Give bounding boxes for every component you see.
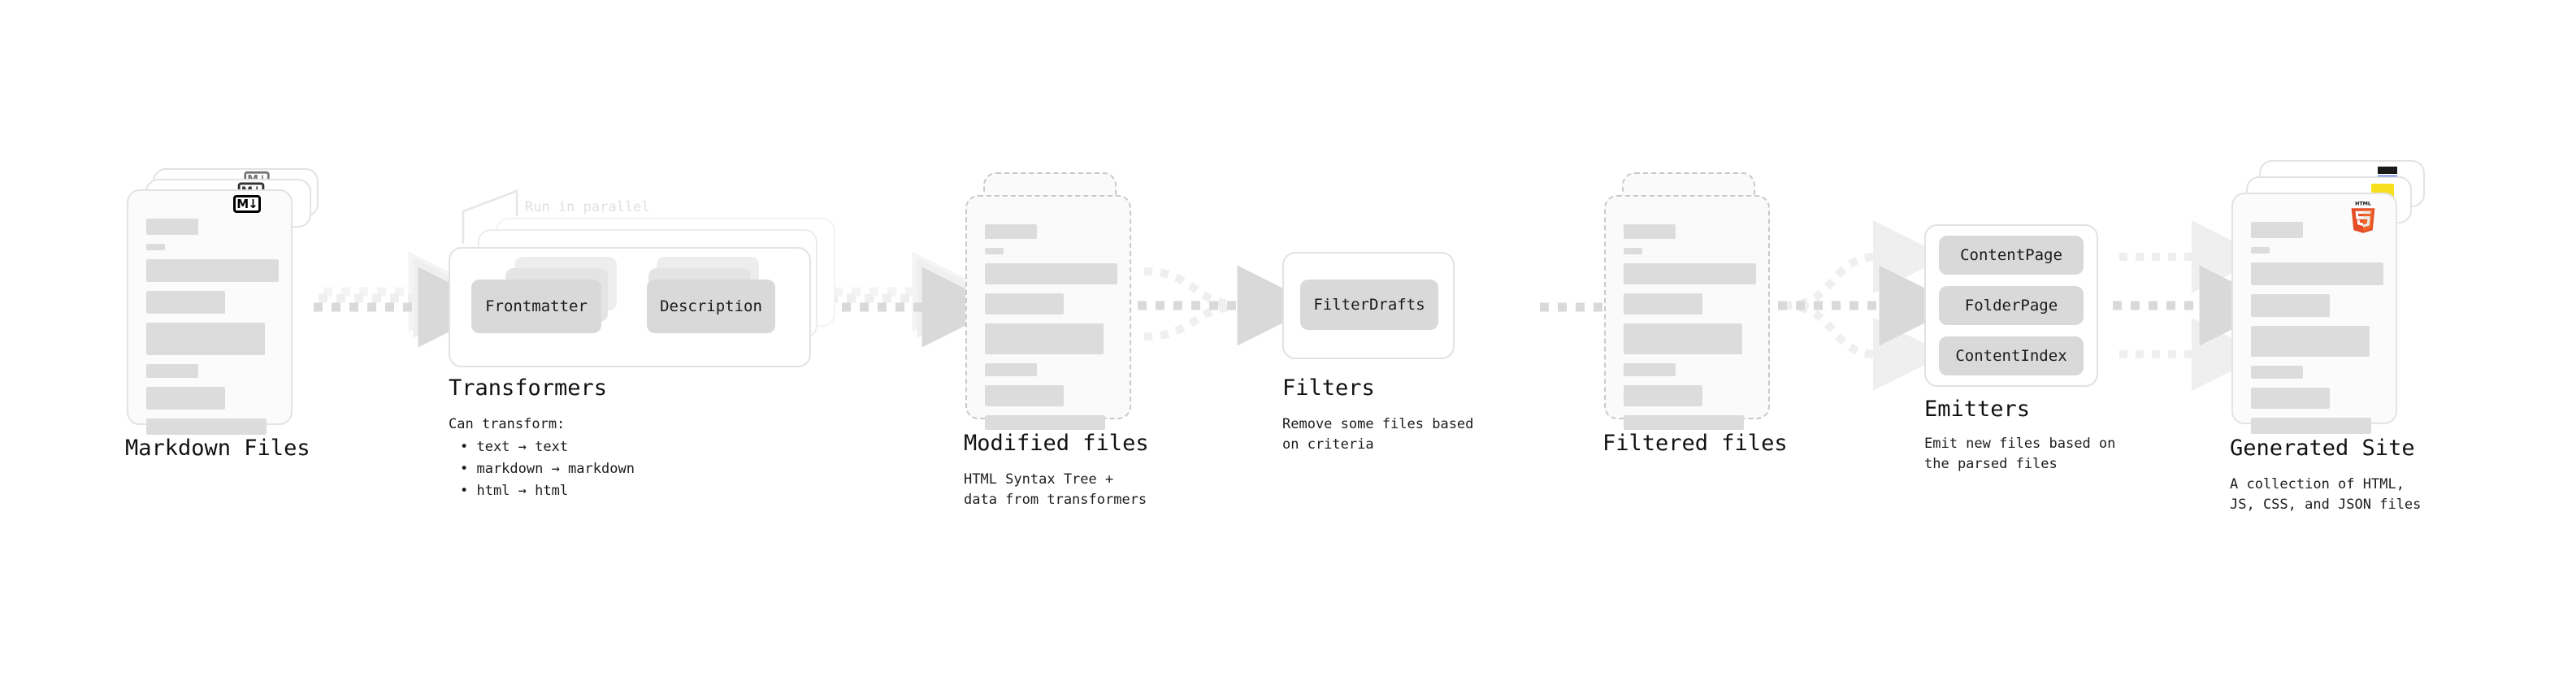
stage-subtitle-emitters: Emit new files based on the parsed files: [1924, 436, 2116, 472]
skeleton-line: [985, 415, 1105, 430]
skeleton-line: [146, 419, 267, 435]
stage-title-modified-files: Modified files: [964, 431, 1149, 456]
arrow-filtered-to-emitters: [1778, 220, 1960, 391]
transform-bullet-2: • html → html: [460, 483, 569, 499]
parallel-annotation: Run in parallel: [525, 199, 650, 215]
skeleton-line: [2251, 262, 2383, 285]
stage-title-generated-site: Generated Site: [2230, 436, 2415, 461]
skeleton-subtitle: [985, 248, 1004, 254]
skeleton-line: [2251, 326, 2370, 357]
skeleton-subtitle: [1624, 248, 1642, 254]
skeleton-subtitle: [2251, 247, 2270, 254]
site-skeleton: [2251, 222, 2383, 443]
skeleton-line: [985, 293, 1064, 314]
skeleton-line: [146, 387, 225, 410]
skeleton-title: [985, 224, 1037, 239]
stage-subtitle-modified-files: HTML Syntax Tree + data from transformer…: [964, 471, 1147, 508]
html5-icon: HTML: [2348, 199, 2376, 233]
transform-intro: Can transform:: [449, 416, 566, 432]
arrow-transformers-to-modified: [824, 251, 1003, 348]
markdown-icon: M↓: [233, 195, 261, 213]
site-card-front: [2231, 193, 2397, 434]
stage-title-markdown-files: Markdown Files: [125, 436, 310, 461]
transform-bullet-0: • text → text: [460, 439, 569, 455]
emitter-chip-contentpage[interactable]: ContentPage: [1939, 236, 2084, 275]
skeleton-title: [2251, 222, 2303, 238]
transformer-chip-frontmatter[interactable]: Frontmatter: [471, 280, 601, 333]
skeleton-line: [1624, 415, 1744, 430]
stage-title-filtered-files: Filtered files: [1602, 431, 1788, 456]
skeleton-line: [985, 385, 1064, 406]
skeleton-line: [1624, 385, 1702, 406]
emitter-chip-contentindex[interactable]: ContentIndex: [1939, 336, 2084, 375]
arrow-markdown-to-transformers: [314, 251, 499, 348]
skeleton-line: [2251, 366, 2303, 379]
skeleton-line: [146, 259, 279, 282]
markdown-skeleton: [146, 219, 279, 444]
skeleton-line: [146, 323, 265, 355]
skeleton-line: [985, 263, 1117, 284]
skeleton-line: [985, 363, 1037, 376]
stage-title-transformers: Transformers: [449, 375, 608, 401]
skeleton-title: [146, 219, 198, 235]
skeleton-line: [2251, 388, 2330, 409]
stage-subtitle-generated-site: A collection of HTML, JS, CSS, and JSON …: [2230, 476, 2422, 513]
modified-skeleton: [985, 224, 1117, 439]
skeleton-line: [2251, 294, 2330, 317]
skeleton-title: [1624, 224, 1676, 239]
transform-bullet-1: • markdown → markdown: [460, 461, 635, 477]
skeleton-line: [1624, 323, 1742, 354]
markdown-card-front: [127, 189, 293, 435]
skeleton-line: [1624, 263, 1756, 284]
filter-chip-filterdrafts[interactable]: FilterDrafts: [1300, 280, 1438, 330]
filtered-card-front: [1604, 195, 1770, 430]
stage-title-emitters: Emitters: [1924, 397, 2031, 422]
skeleton-subtitle: [146, 244, 165, 250]
stage-subtitle-filters: Remove some files based on criteria: [1282, 416, 1474, 453]
stage-title-filters: Filters: [1282, 375, 1375, 401]
emitter-chip-folderpage[interactable]: FolderPage: [1939, 286, 2084, 325]
modified-card-front: [965, 195, 1131, 430]
skeleton-line: [985, 323, 1104, 354]
skeleton-line: [146, 291, 225, 314]
skeleton-line: [1624, 363, 1676, 376]
skeleton-line: [2251, 418, 2371, 434]
skeleton-line: [1624, 293, 1702, 314]
transformer-chip-description[interactable]: Description: [647, 280, 775, 333]
arrow-emitters-to-site: [2113, 220, 2280, 391]
arrow-modified-to-filters: [1138, 265, 1318, 346]
html5-wordmark: HTML: [2355, 202, 2371, 207]
skeleton-line: [146, 364, 198, 378]
filtered-skeleton: [1624, 224, 1756, 439]
